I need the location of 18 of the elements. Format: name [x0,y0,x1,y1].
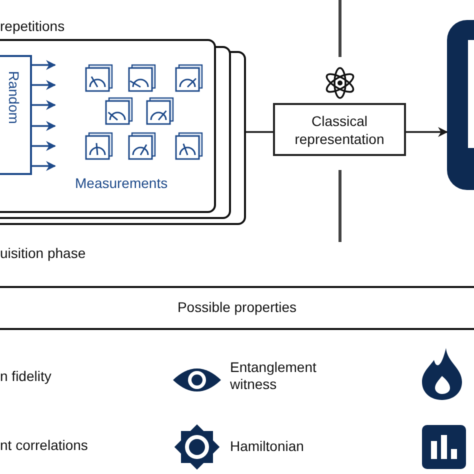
label: n fidelity [0,368,52,385]
label: Hamiltonian [230,438,304,455]
node-label: Measurements [75,175,168,192]
box-label: Random [5,71,22,124]
label: Entanglement witness [230,359,318,393]
arrow [32,100,56,110]
arrow [32,60,56,70]
label: uisition phase [0,245,86,262]
label: nt correlations [0,437,88,454]
arrow [406,127,448,137]
arrow [32,161,56,171]
unitary-box [0,55,32,175]
process-box: Classical representation [273,103,406,156]
arrow [32,80,56,90]
arrow [32,121,56,131]
label: Possible properties [176,299,298,316]
arrow [32,141,56,151]
heading: repetitions [0,18,65,35]
